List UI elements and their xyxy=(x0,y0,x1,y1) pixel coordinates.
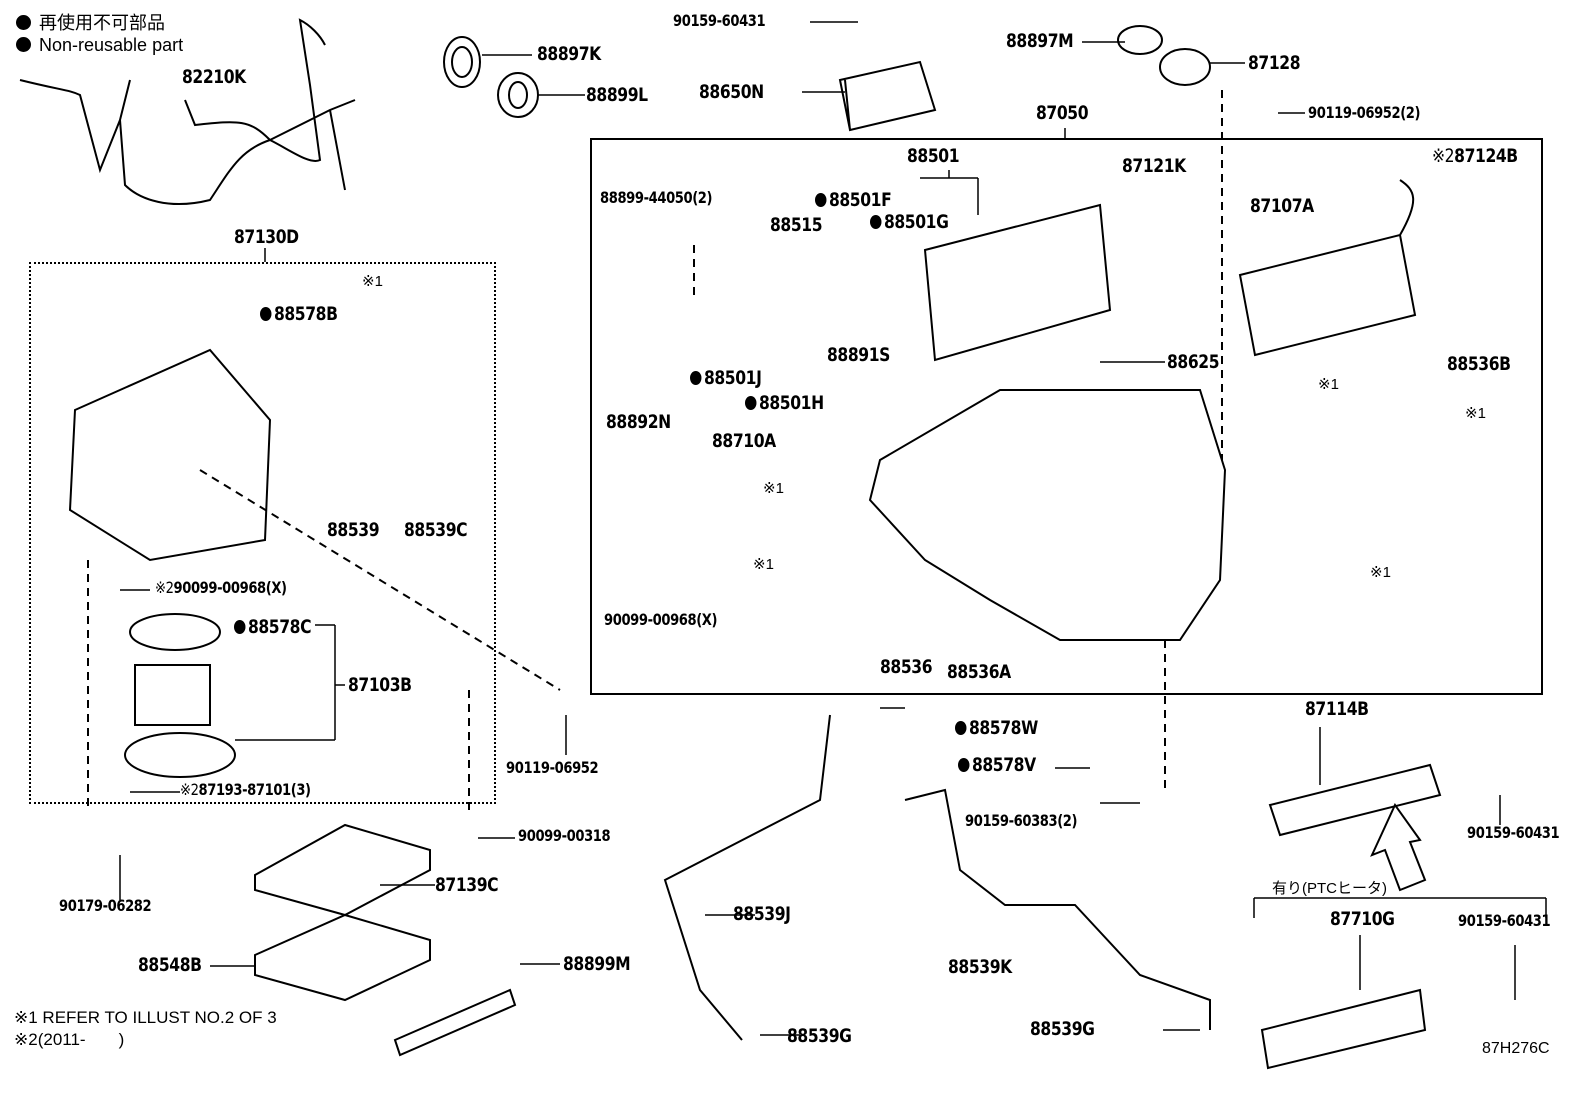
part-label[interactable]: 88625 xyxy=(1167,351,1220,373)
part-number: 88501H xyxy=(758,392,824,414)
part-number: 88578V xyxy=(971,754,1036,776)
part-label[interactable]: 88899M xyxy=(563,953,631,975)
non-reusable-dot-icon xyxy=(870,215,882,229)
part-label[interactable]: 88539G xyxy=(787,1025,852,1047)
part-label[interactable]: 88578B xyxy=(260,305,338,324)
note-ref2: ※2(2011- ) xyxy=(14,1030,125,1049)
ref-mark: ※1 xyxy=(1465,405,1486,422)
non-reusable-dot-icon xyxy=(260,307,272,321)
option-caption: 有り(PTCヒータ) xyxy=(1272,880,1387,897)
part-label[interactable]: 90159-60431 xyxy=(1467,823,1560,842)
part-number: 88578C xyxy=(247,616,312,638)
part-label[interactable]: 90159-60431 xyxy=(673,11,766,30)
ac-unit-frame xyxy=(590,138,1543,695)
part-label[interactable]: 88892N xyxy=(606,411,671,433)
ref-mark: ※1 xyxy=(1318,376,1339,393)
part-label[interactable]: 87121K xyxy=(1122,155,1186,177)
ref-mark: ※2 xyxy=(155,578,174,597)
ref-mark: ※2 xyxy=(1432,145,1455,167)
part-label[interactable]: 88897M xyxy=(1006,30,1074,52)
part-label[interactable]: 87114B xyxy=(1305,698,1369,720)
part-label[interactable]: 90119-06952(2) xyxy=(1308,103,1421,122)
part-number: 87193-87101(3) xyxy=(198,780,312,799)
part-label[interactable]: ※287124B xyxy=(1432,147,1518,166)
part-label[interactable]: 88539 xyxy=(327,519,380,541)
part-label[interactable]: 88501H xyxy=(745,394,824,413)
group-label-expansion-valve[interactable]: 88710A xyxy=(712,430,776,452)
legend-en: Non-reusable part xyxy=(16,35,183,56)
note-ref1: ※1 REFER TO ILLUST NO.2 OF 3 xyxy=(14,1008,277,1027)
ref-mark: ※1 xyxy=(763,480,784,497)
part-label[interactable]: 90159-60431 xyxy=(1458,911,1551,930)
part-label[interactable]: 88899-44050(2) xyxy=(600,188,713,207)
non-reusable-dot-icon xyxy=(745,396,757,410)
ref-mark: ※1 xyxy=(362,273,383,290)
part-label[interactable]: 90119-06952 xyxy=(506,758,599,777)
legend-jp: 再使用不可部品 xyxy=(16,9,165,35)
blower-unit-frame xyxy=(29,262,496,804)
part-label[interactable]: 87103B xyxy=(348,674,412,696)
legend-en-text: Non-reusable part xyxy=(39,35,184,55)
part-number: 88501F xyxy=(828,189,892,211)
part-label[interactable]: 88578W xyxy=(955,719,1038,738)
part-label[interactable]: 90099-00318 xyxy=(518,826,611,845)
part-label[interactable]: 88539G xyxy=(1030,1018,1095,1040)
part-label[interactable]: 88897K xyxy=(537,43,601,65)
part-label[interactable]: 88536 xyxy=(880,656,933,678)
part-label[interactable]: 88539K xyxy=(948,956,1012,978)
part-label[interactable]: 88501G xyxy=(870,211,949,233)
part-label[interactable]: 90159-60383(2) xyxy=(965,811,1078,830)
part-number: 88501J xyxy=(703,367,762,389)
part-label[interactable]: 87128 xyxy=(1248,52,1301,74)
part-label[interactable]: 90179-06282 xyxy=(59,896,152,915)
part-label[interactable]: 88515 xyxy=(770,214,823,236)
part-label[interactable]: 88536B xyxy=(1447,353,1511,375)
group-label-evaporator[interactable]: 88501 xyxy=(907,145,960,167)
part-label[interactable]: 88536A xyxy=(947,661,1011,683)
part-label[interactable]: 88501J xyxy=(690,367,762,389)
part-label[interactable]: ※290099-00968(X) xyxy=(155,580,287,596)
non-reusable-dot-icon xyxy=(955,721,967,735)
part-label[interactable]: 87107A xyxy=(1250,195,1314,217)
seal-88897K-drawing xyxy=(443,36,481,88)
part-label[interactable]: 88548B xyxy=(138,954,202,976)
part-label[interactable]: 88578V xyxy=(958,756,1036,775)
non-reusable-dot-icon xyxy=(16,15,31,30)
non-reusable-dot-icon xyxy=(16,37,31,52)
legend-jp-text: 再使用不可部品 xyxy=(39,13,165,33)
part-label[interactable]: 88578C xyxy=(234,616,312,638)
part-label[interactable]: 88501F xyxy=(815,189,892,211)
part-label[interactable]: 87139C xyxy=(435,874,499,896)
non-reusable-dot-icon xyxy=(234,620,246,634)
group-label-ac-unit[interactable]: 87050 xyxy=(1036,102,1089,124)
wire-harness-drawing xyxy=(19,18,356,206)
non-reusable-dot-icon xyxy=(958,758,970,772)
group-label-blower-unit[interactable]: 87130D xyxy=(234,226,299,248)
part-label[interactable]: 87710G xyxy=(1330,908,1395,930)
part-number: 88501G xyxy=(883,211,949,233)
part-number: 88578W xyxy=(968,717,1038,739)
part-number: 87124B xyxy=(1454,145,1518,167)
part-label[interactable]: 88891S xyxy=(827,344,890,366)
part-label[interactable]: 88539J xyxy=(733,903,791,925)
diagram-code: 87H276C xyxy=(1482,1040,1550,1057)
part-number: 88578B xyxy=(273,303,338,325)
part-label[interactable]: 88539C xyxy=(404,519,468,541)
non-reusable-dot-icon xyxy=(815,193,827,207)
part-label[interactable]: ※287193-87101(3) xyxy=(180,782,311,798)
part-label[interactable]: 88650N xyxy=(699,81,764,103)
ref-mark: ※1 xyxy=(753,556,774,573)
ref-mark: ※2 xyxy=(180,780,199,799)
ref-mark: ※1 xyxy=(1370,564,1391,581)
part-label[interactable]: 90099-00968(X) xyxy=(604,610,718,629)
part-label[interactable]: 82210K xyxy=(182,66,246,88)
part-number: 90099-00968(X) xyxy=(173,578,288,597)
non-reusable-dot-icon xyxy=(690,371,702,385)
part-label[interactable]: 88899L xyxy=(586,84,648,106)
